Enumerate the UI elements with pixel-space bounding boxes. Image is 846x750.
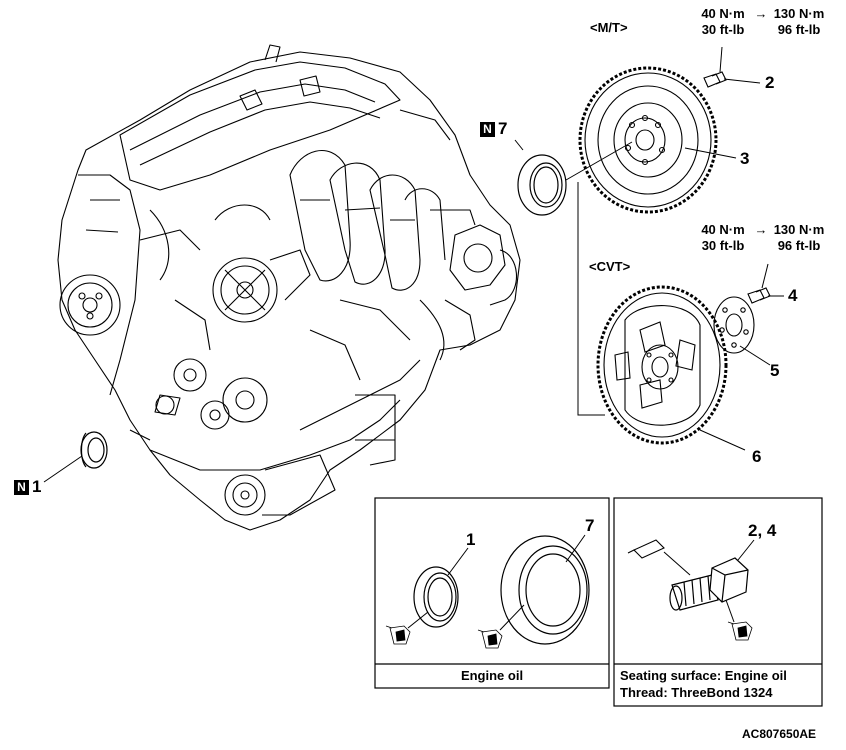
- torque-initial-nm: 40 N·m: [701, 6, 745, 21]
- detail-oil-leader-1: [407, 611, 429, 629]
- engine-oil-caption: Engine oil: [460, 668, 524, 683]
- leader-line-1: [43, 455, 83, 483]
- drive-plate-bolt-4: [747, 287, 771, 304]
- flywheel-bolt-2: [703, 71, 727, 88]
- detail-leader-24: [737, 539, 755, 561]
- torque-final-nm: 130 N·m: [773, 6, 825, 21]
- sealant-leader: [663, 551, 691, 576]
- sealant-tube-icon: [627, 539, 665, 559]
- leader-line-5: [739, 345, 771, 366]
- callout-1-number: 1: [32, 477, 42, 496]
- oil-can-icon: [385, 625, 411, 645]
- callout-5: 5: [770, 361, 780, 380]
- torque-final-ftlb: 96 ft-lb: [777, 238, 821, 253]
- thread-caption: Thread: ThreeBond 1324: [620, 685, 773, 700]
- engine-illustration: [57, 44, 521, 531]
- figure-code: AC807650AE: [742, 727, 817, 741]
- n-mark-icon: N: [480, 122, 495, 137]
- torque-final-nm: 130 N·m: [773, 222, 825, 237]
- rear-oil-seal-7: [517, 154, 567, 216]
- seating-surface-caption: Seating surface: Engine oil: [620, 668, 787, 683]
- front-oil-seal-1: [80, 431, 108, 469]
- arrow-icon: →: [754, 6, 768, 21]
- torque-spec-cvt: 40 N·m → 130 N·m 30 ft-lb 96 ft-lb: [694, 222, 828, 254]
- callout-2: 2: [765, 73, 775, 92]
- leader-line-7: [514, 139, 524, 151]
- callout-6: 6: [752, 447, 762, 466]
- detail-leader-7: [565, 534, 586, 563]
- detail-callout-1: 1: [466, 530, 476, 549]
- detail-callout-7: 7: [585, 516, 595, 535]
- callout-3: 3: [740, 149, 750, 168]
- detail-oil-leader-24: [725, 599, 735, 623]
- mt-label: <M/T>: [590, 20, 628, 35]
- detail-oil-leader-7: [499, 604, 525, 631]
- callout-7-number: 7: [498, 119, 508, 138]
- leader-line-2: [723, 78, 761, 84]
- leader-line-3: [684, 147, 737, 159]
- torque-spec-mt: 40 N·m → 130 N·m 30 ft-lb 96 ft-lb: [694, 6, 828, 38]
- torque-final-ftlb: 96 ft-lb: [777, 22, 821, 37]
- detail-bolt-24: [669, 557, 749, 611]
- oil-can-icon: [477, 629, 503, 649]
- detail-leader-1: [447, 547, 469, 576]
- adapter-plate-5: [713, 296, 755, 354]
- callout-4: 4: [788, 286, 798, 305]
- flywheel-3: [578, 66, 718, 214]
- detail-box-right: [613, 497, 823, 707]
- leader-line-6: [699, 429, 746, 451]
- torque-leader-cvt: [761, 263, 769, 289]
- detail-callout-24: 2, 4: [748, 521, 777, 540]
- cvt-label: <CVT>: [589, 259, 631, 274]
- drive-plate-6: [596, 285, 728, 445]
- torque-initial-nm: 40 N·m: [701, 222, 745, 237]
- torque-initial-ftlb: 30 ft-lb: [701, 238, 745, 253]
- detail-seal-7: [500, 535, 590, 645]
- mt-cvt-bracket: [577, 182, 605, 416]
- torque-initial-ftlb: 30 ft-lb: [701, 22, 745, 37]
- torque-leader-mt: [719, 46, 723, 73]
- seal-to-flywheel-line: [565, 141, 633, 181]
- detail-seal-1: [413, 566, 459, 628]
- detail-box-left: [374, 497, 610, 689]
- arrow-icon: →: [754, 222, 768, 237]
- n-mark-icon: N: [14, 480, 29, 495]
- oil-can-icon: [727, 621, 753, 641]
